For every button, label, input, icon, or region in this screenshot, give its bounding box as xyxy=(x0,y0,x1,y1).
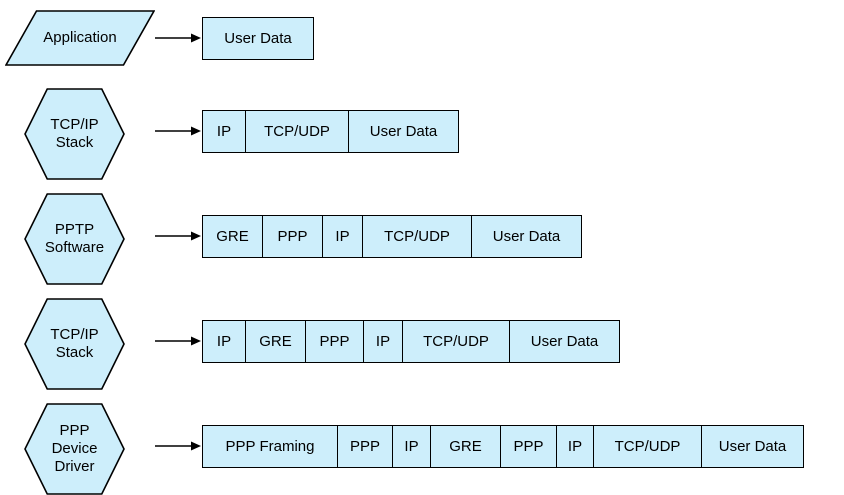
packet-cell: TCP/UDP xyxy=(246,111,349,152)
hexagon-shape-icon xyxy=(24,298,125,390)
layer-label-ppp-device-driver: PPP Device Driver xyxy=(51,421,98,476)
packet-cell: TCP/UDP xyxy=(403,321,510,362)
packet-cell: IP xyxy=(393,426,431,467)
hexagon-shape-icon xyxy=(24,88,125,180)
hexagon-shape-icon xyxy=(24,193,125,285)
hexagon-shape-icon xyxy=(24,403,125,495)
packet-cell: GRE xyxy=(431,426,501,467)
packet-cell: PPP xyxy=(263,216,323,257)
flow-arrow-icon xyxy=(155,33,201,43)
flow-arrow-icon xyxy=(155,126,201,136)
packet-cell: GRE xyxy=(203,216,263,257)
layer-label-tcpip-stack-lower: TCP/IP Stack xyxy=(50,325,99,361)
layer-shape-tcpip-stack-lower: TCP/IP Stack xyxy=(24,298,125,390)
packet-cell: TCP/UDP xyxy=(363,216,472,257)
packet-cell: User Data xyxy=(349,111,458,152)
layer-shape-ppp-device-driver: PPP Device Driver xyxy=(24,403,125,495)
packet-cell: IP xyxy=(364,321,403,362)
packet-cell: IP xyxy=(203,111,246,152)
packet-cell: PPP Framing xyxy=(203,426,338,467)
packet-cell: PPP xyxy=(338,426,393,467)
packet-cell: IP xyxy=(203,321,246,362)
layer-label-pptp-software: PPTP Software xyxy=(44,220,105,256)
parallelogram-shape-icon xyxy=(5,10,155,66)
packet-cell: IP xyxy=(323,216,363,257)
layer-label-tcpip-stack-upper: TCP/IP Stack xyxy=(50,115,99,151)
layer-label-application: Application xyxy=(43,28,117,46)
layer-shape-pptp-software: PPTP Software xyxy=(24,193,125,285)
packet-cell: GRE xyxy=(246,321,306,362)
layer-shape-tcpip-stack-upper: TCP/IP Stack xyxy=(24,88,125,180)
flow-arrow-icon xyxy=(155,441,201,451)
packet-cell: User Data xyxy=(472,216,581,257)
packet-cell: User Data xyxy=(510,321,619,362)
packet-cell: IP xyxy=(557,426,594,467)
packet-cell: PPP xyxy=(306,321,364,362)
packet-cell: User Data xyxy=(203,18,313,59)
flow-arrow-icon xyxy=(155,336,201,346)
packet-cell: User Data xyxy=(702,426,803,467)
packet-cell: TCP/UDP xyxy=(594,426,702,467)
packet-row-application: User Data xyxy=(202,17,314,60)
layer-shape-application: Application xyxy=(5,10,155,66)
packet-cell: PPP xyxy=(501,426,557,467)
flow-arrow-icon xyxy=(155,231,201,241)
